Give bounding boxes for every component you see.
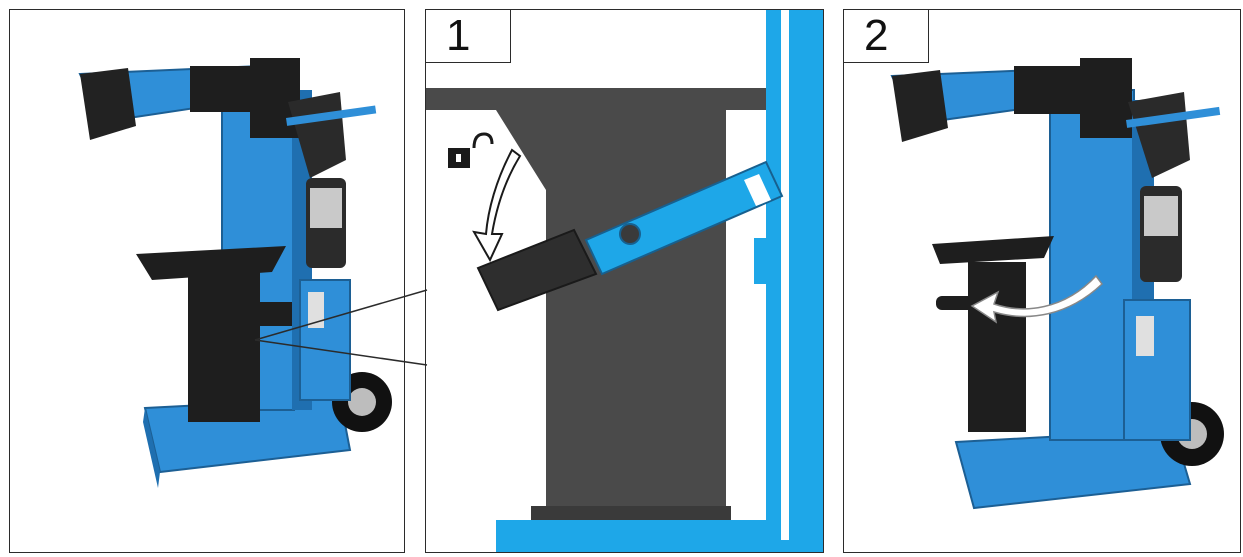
log-splitter-illustration xyxy=(78,58,392,488)
unlock-icon xyxy=(448,132,494,168)
rotate-arrow-icon xyxy=(970,274,1104,324)
step-number-2: 2 xyxy=(844,10,929,63)
panel-splitter-after: 2 xyxy=(843,9,1241,553)
step-number-1: 1 xyxy=(426,10,511,63)
rotate-arrow-icon xyxy=(472,148,522,263)
panel-lever-detail: 1 xyxy=(425,9,824,553)
log-splitter-rotated-illustration xyxy=(890,58,1224,510)
lever-diagram xyxy=(426,10,823,552)
panel-splitter-before xyxy=(9,9,405,553)
